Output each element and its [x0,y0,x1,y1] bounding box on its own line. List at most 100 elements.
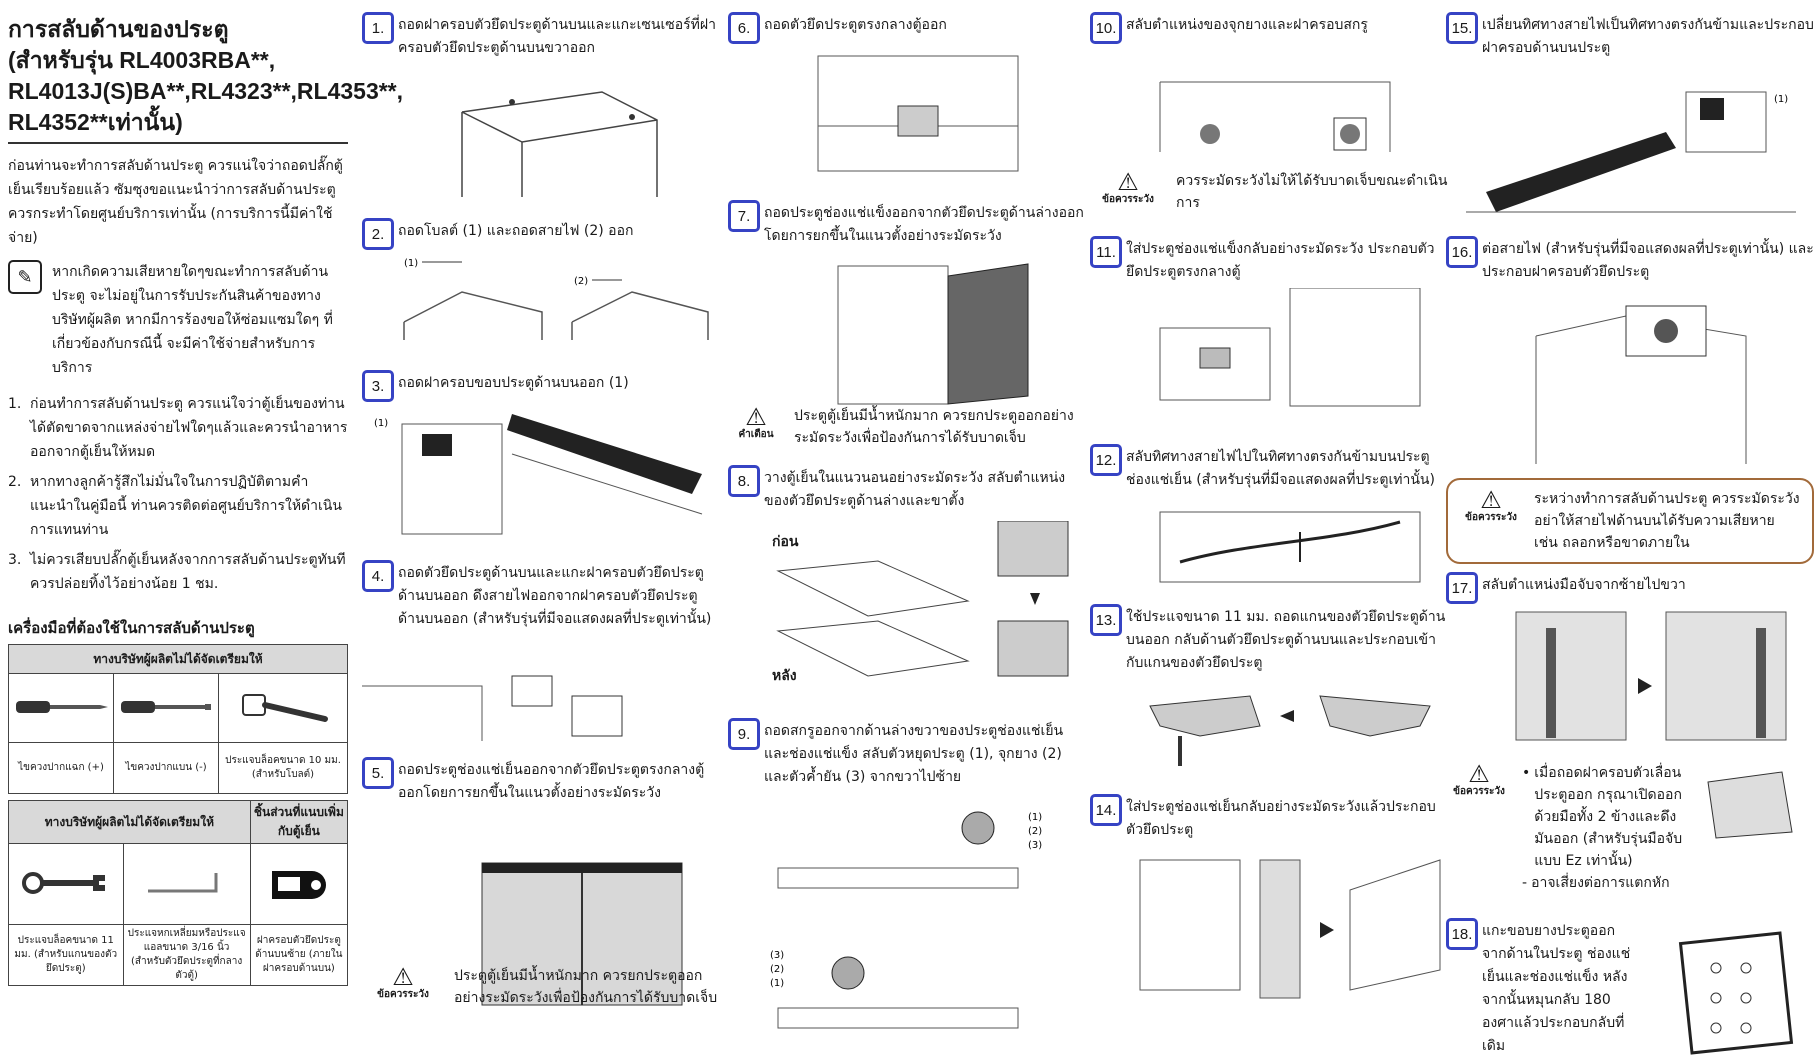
warning-bullet: •เมื่อถอดฝาครอบตัวเลื่อนประตูออก กรุณาเป… [1522,765,1683,869]
top-hinge-figure [362,675,623,741]
step-text: ถอดโบลต์ (1) และถอดสายไฟ (2) ออก [398,223,634,239]
step-text: วางตู้เย็นในแนวนอนอย่างระมัดระวัง สลับตำ… [764,470,1066,509]
wire-connect-figure [1535,305,1747,464]
warning-text: ประตูตู้เย็นมีน้ำหนักมาก ควรยกประตูออกอย… [454,968,718,1006]
hinge-cover-icon [249,843,349,925]
tool-caption: ไขควงปากแฉก (+) [8,742,114,794]
screwdriver-icon [113,673,219,743]
step-4: 4.ถอดตัวยึดประตูด้านบนและแกะฝาครอบตัวยึด… [362,560,720,741]
step-18: 18.แกะขอบยางประตูออกจากด้านในประตู ช่องแ… [1446,918,1814,1058]
socket-wrench-icon [218,673,348,743]
step-number: 13. [1090,604,1122,636]
tools-table-2: ทางบริษัทผู้ผลิตไม่ได้จัดเตรียมให้ ชิ้นส… [8,800,349,986]
warning-step-10: ⚠ข้อควรระวัง ควรระมัดระวังไม่ให้ได้รับบา… [1090,170,1450,214]
freezer-door-figure [837,263,1029,405]
gasket-figure [1678,931,1794,1055]
warning-text: ควรระมัดระวังไม่ให้ได้รับบาดเจ็บขณะดำเนิ… [1176,173,1448,211]
title-line-4: RL4352**เท่านั้น) [8,109,183,135]
table-header: ทางบริษัทผู้ผลิตไม่ได้จัดเตรียมให้ [8,800,251,844]
door-cap-figure: (1) [374,414,703,535]
steps-column-3: 6.ถอดตัวยึดประตูตรงกลางตู้ออก 7.ถอดประตู… [728,0,1088,1063]
svg-text:(1): (1) [770,978,784,989]
handle-swap-figure [1515,611,1787,741]
fridge-door-figure [481,862,683,1006]
tool-caption: ประแจบล็อคขนาด 10 มม. (สำหรับโบลต์) [218,742,348,794]
step-text: ใส่ประตูช่องแช่เย็นกลับอย่างระมัดระวังแล… [1126,799,1436,838]
back-label: หลัง [772,668,797,684]
step-text: ถอดประตูช่องแช่แข็งออกจากตัวยึดประตูด้าน… [764,205,1084,244]
svg-text:(1): (1) [1028,812,1042,823]
step-number: 10. [1090,12,1122,44]
svg-text:(1): (1) [1774,94,1788,105]
intro-text: ก่อนท่านจะทำการสลับด้านประตู ควรแน่ใจว่า… [8,158,343,246]
step-number: 6. [728,12,760,44]
warning-icon: ⚠ข้อควรระวัง [1102,168,1154,205]
warning-step-5: ⚠ข้อควรระวัง ประตูตู้เย็นมีน้ำหนักมาก คว… [362,965,720,1009]
tool-caption: ฝาครอบตัวยึดประตูด้านบนซ้าย (ภายในฝาครอบ… [249,924,349,986]
title-divider [8,142,348,144]
step-text: ถอดตัวยึดประตูด้านบนและแกะฝาครอบตัวยึดปร… [398,565,712,627]
hinge-pin-figure [1149,695,1431,766]
step-text: ถอดฝาครอบขอบประตูด้านบนออก (1) [398,375,629,391]
table-header: ทางบริษัทผู้ผลิตไม่ได้จัดเตรียมให้ [8,644,348,674]
reinstall-fridge-figure [1139,859,1441,999]
title-line-2: (สำหรับรุ่น RL4003RBA**, [8,47,276,73]
step-14: 14.ใส่ประตูช่องแช่เย็นกลับอย่างระมัดระวั… [1090,794,1450,999]
note-icon: ✎ [8,260,42,294]
step-text: สลับทิศทางสายไฟไปในทิศทางตรงกันข้ามบนประ… [1126,449,1435,488]
top-hinge-cover-figure [461,91,658,197]
title-line-1: การสลับด้านของประตู [8,16,229,42]
callout-label: (2) [574,276,588,287]
table-header: ชิ้นส่วนที่แนบเพิ่มกับตู้เย็น [249,800,349,844]
step-10: 10.สลับตำแหน่งของจุกยางและฝาครอบสกรู [1090,12,1450,152]
step-13: 13.ใช้ประแจขนาด 11 มม. ถอดแกนของตัวยึดปร… [1090,604,1450,766]
page-title: การสลับด้านของประตู (สำหรับรุ่น RL4003RB… [8,14,403,138]
step-number: 15. [1446,12,1478,44]
tool-caption: ประแจหกเหลี่ยมหรือประแจแอลขนาด 3/16 นิ้ว… [122,924,251,986]
door-stopper-figure: (1) (2) (3) (3) (2) (1) [770,811,1042,1029]
step-3: 3.ถอดฝาครอบขอบประตูด้านบนออก (1) (1) [362,370,720,535]
tools-table-1: ทางบริษัทผู้ผลิตไม่ได้จัดเตรียมให้ ไขควง… [8,644,348,794]
note-text: หากเกิดความเสียหายใดๆขณะทำการสลับด้านประ… [52,264,333,376]
front-label: ก่อน [772,534,799,550]
hex-key-icon [122,843,251,925]
step-text: แกะขอบยางประตูออกจากด้านในประตู ช่องแช่เ… [1482,923,1631,1054]
bolt-wire-figure: (1) (2) [403,258,709,340]
step-text: สลับตำแหน่งของจุกยางและฝาครอบสกรู [1126,17,1368,33]
svg-text:(3): (3) [770,950,784,961]
step-number: 7. [728,200,760,232]
step-2: 2.ถอดโบลต์ (1) และถอดสายไฟ (2) ออก (1) (… [362,218,720,340]
wrench-icon [8,843,124,925]
step-text: ถอดตัวยึดประตูตรงกลางตู้ออก [764,17,947,33]
warning-bullet: -อาจเสี่ยงต่อการแตกหัก [1522,875,1670,891]
steps-column-2: 1.ถอดฝาครอบตัวยึดประตูด้านบนและแกะเซนเซอ… [362,0,720,1063]
list-item: 1.ก่อนทำการสลับด้านประตู ควรแน่ใจว่าตู้เ… [8,396,348,460]
middle-hinge-figure [817,55,1019,172]
warning-step-7: ⚠คำเตือน ประตูตู้เย็นมีน้ำหนักมาก ควรยกป… [728,405,1088,449]
step-9: 9.ถอดสกรูออกจากด้านล่างขวาของประตูช่องแช… [728,718,1088,1029]
step-text: ต่อสายไฟ (สำหรับรุ่นที่มีจอแสดงผลที่ประต… [1482,241,1814,280]
note-block: ✎ หากเกิดความเสียหายใดๆขณะทำการสลับด้านป… [8,260,348,380]
callout-label: (1) [374,418,388,429]
warning-icon: ⚠ข้อควรระวัง [377,963,429,1000]
top-cap-assembly-figure: (1) [1466,91,1796,213]
warning-box: ⚠ข้อควรระวัง ระหว่างทำการสลับด้านประตู ค… [1446,478,1814,564]
wire-route-figure [1159,511,1421,583]
step-8: 8.วางตู้เย็นในแนวนอนอย่างระมัดระวัง สลับ… [728,465,1088,684]
step-16: 16.ต่อสายไฟ (สำหรับรุ่นที่มีจอแสดงผลที่ป… [1446,236,1814,464]
step-number: 16. [1446,236,1478,268]
warning-step-16: ⚠ข้อควรระวัง ระหว่างทำการสลับด้านประตู ค… [1446,478,1814,564]
step-text: ถอดฝาครอบตัวยึดประตูด้านบนและแกะเซนเซอร์… [398,17,716,56]
bottom-hinge-figure [776,521,1069,677]
step-number: 18. [1446,918,1478,950]
step-number: 8. [728,465,760,497]
warning-icon: ⚠ข้อควรระวัง [1465,486,1517,523]
step-number: 14. [1090,794,1122,826]
list-item: 2.หากทางลูกค้ารู้สึกไม่มั่นใจในการปฏิบัต… [8,474,342,538]
step-11: 11.ใส่ประตูช่องแช่แข็งกลับอย่างระมัดระวั… [1090,236,1450,407]
step-number: 9. [728,718,760,750]
cap-swap-figure [1159,81,1391,152]
step-12: 12.สลับทิศทางสายไฟไปในทิศทางตรงกันข้ามบน… [1090,444,1450,583]
tools-heading: เครื่องมือที่ต้องใช้ในการสลับด้านประตู [8,620,255,637]
intro-column: การสลับด้านของประตู (สำหรับรุ่น RL4003RB… [8,0,403,1063]
